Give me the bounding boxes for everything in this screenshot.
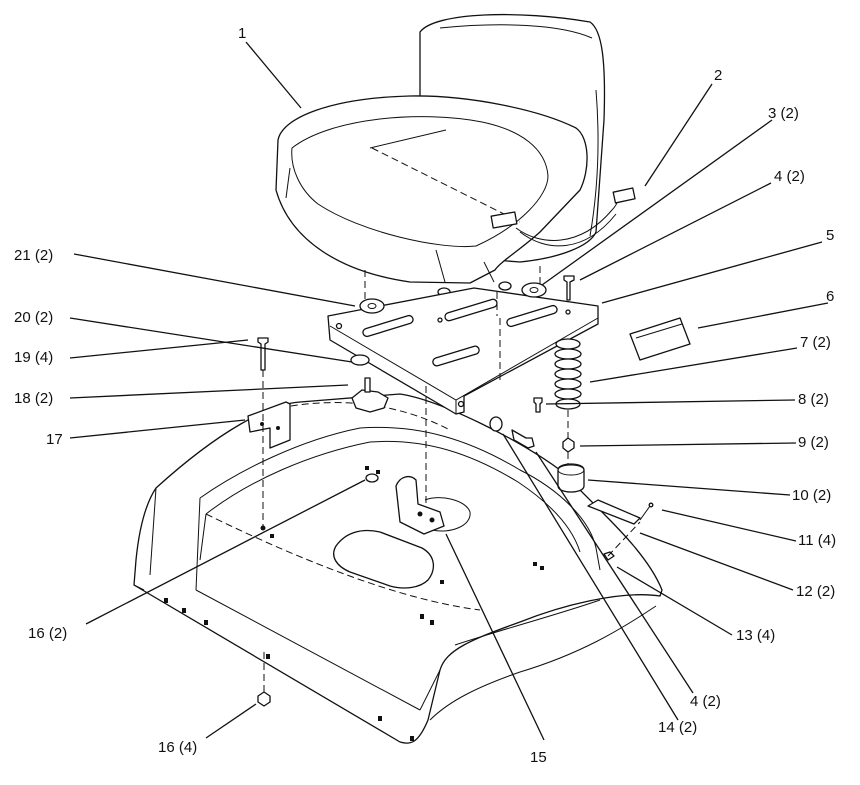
seat-cushion [275, 95, 588, 284]
callout-7: 7 (2) [800, 334, 831, 351]
callout-20: 20 (2) [14, 309, 53, 326]
callout-5: 5 [826, 227, 834, 244]
callout-3: 3 (2) [768, 105, 799, 122]
callout-8: 8 (2) [798, 391, 829, 408]
callout-13: 13 (4) [736, 627, 775, 644]
callout-6: 6 [826, 288, 834, 305]
decal-6 [629, 317, 691, 361]
callout-18: 18 (2) [14, 390, 53, 407]
seat [275, 13, 636, 297]
callout-14: 14 (2) [658, 719, 697, 736]
bumper-10 [557, 463, 585, 493]
callout-10: 10 (2) [792, 487, 831, 504]
callout-12: 12 (2) [796, 583, 835, 600]
callout-1: 1 [238, 25, 246, 42]
bracket-17 [247, 401, 291, 449]
callout-21: 21 (2) [14, 247, 53, 264]
callout-9: 9 (2) [798, 434, 829, 451]
callout-19: 19 (4) [14, 349, 53, 366]
washer-3 [521, 282, 547, 298]
callout-labels: 1 2 3 (2) 4 (2) 5 6 7 (2) 8 (2) 9 (2) 10… [14, 25, 836, 766]
washer-21 [359, 298, 385, 314]
callout-4-bottom: 4 (2) [690, 693, 721, 710]
callout-4-top: 4 (2) [774, 168, 805, 185]
callout-17: 17 [46, 431, 63, 448]
washer-14 [489, 416, 503, 432]
spring-7 [554, 338, 582, 410]
pan-access-opening [333, 529, 434, 589]
strap-12 [587, 499, 641, 525]
callout-16-top: 16 (2) [28, 625, 67, 642]
leader-lines [69, 41, 829, 741]
callout-16-bottom: 16 (4) [158, 739, 197, 756]
callout-2: 2 [714, 67, 722, 84]
callout-11: 11 (4) [798, 532, 836, 549]
seat-mounting-plate [327, 287, 599, 415]
washer-20 [350, 354, 370, 366]
assembly-axes [260, 266, 569, 692]
callout-15: 15 [530, 749, 547, 766]
